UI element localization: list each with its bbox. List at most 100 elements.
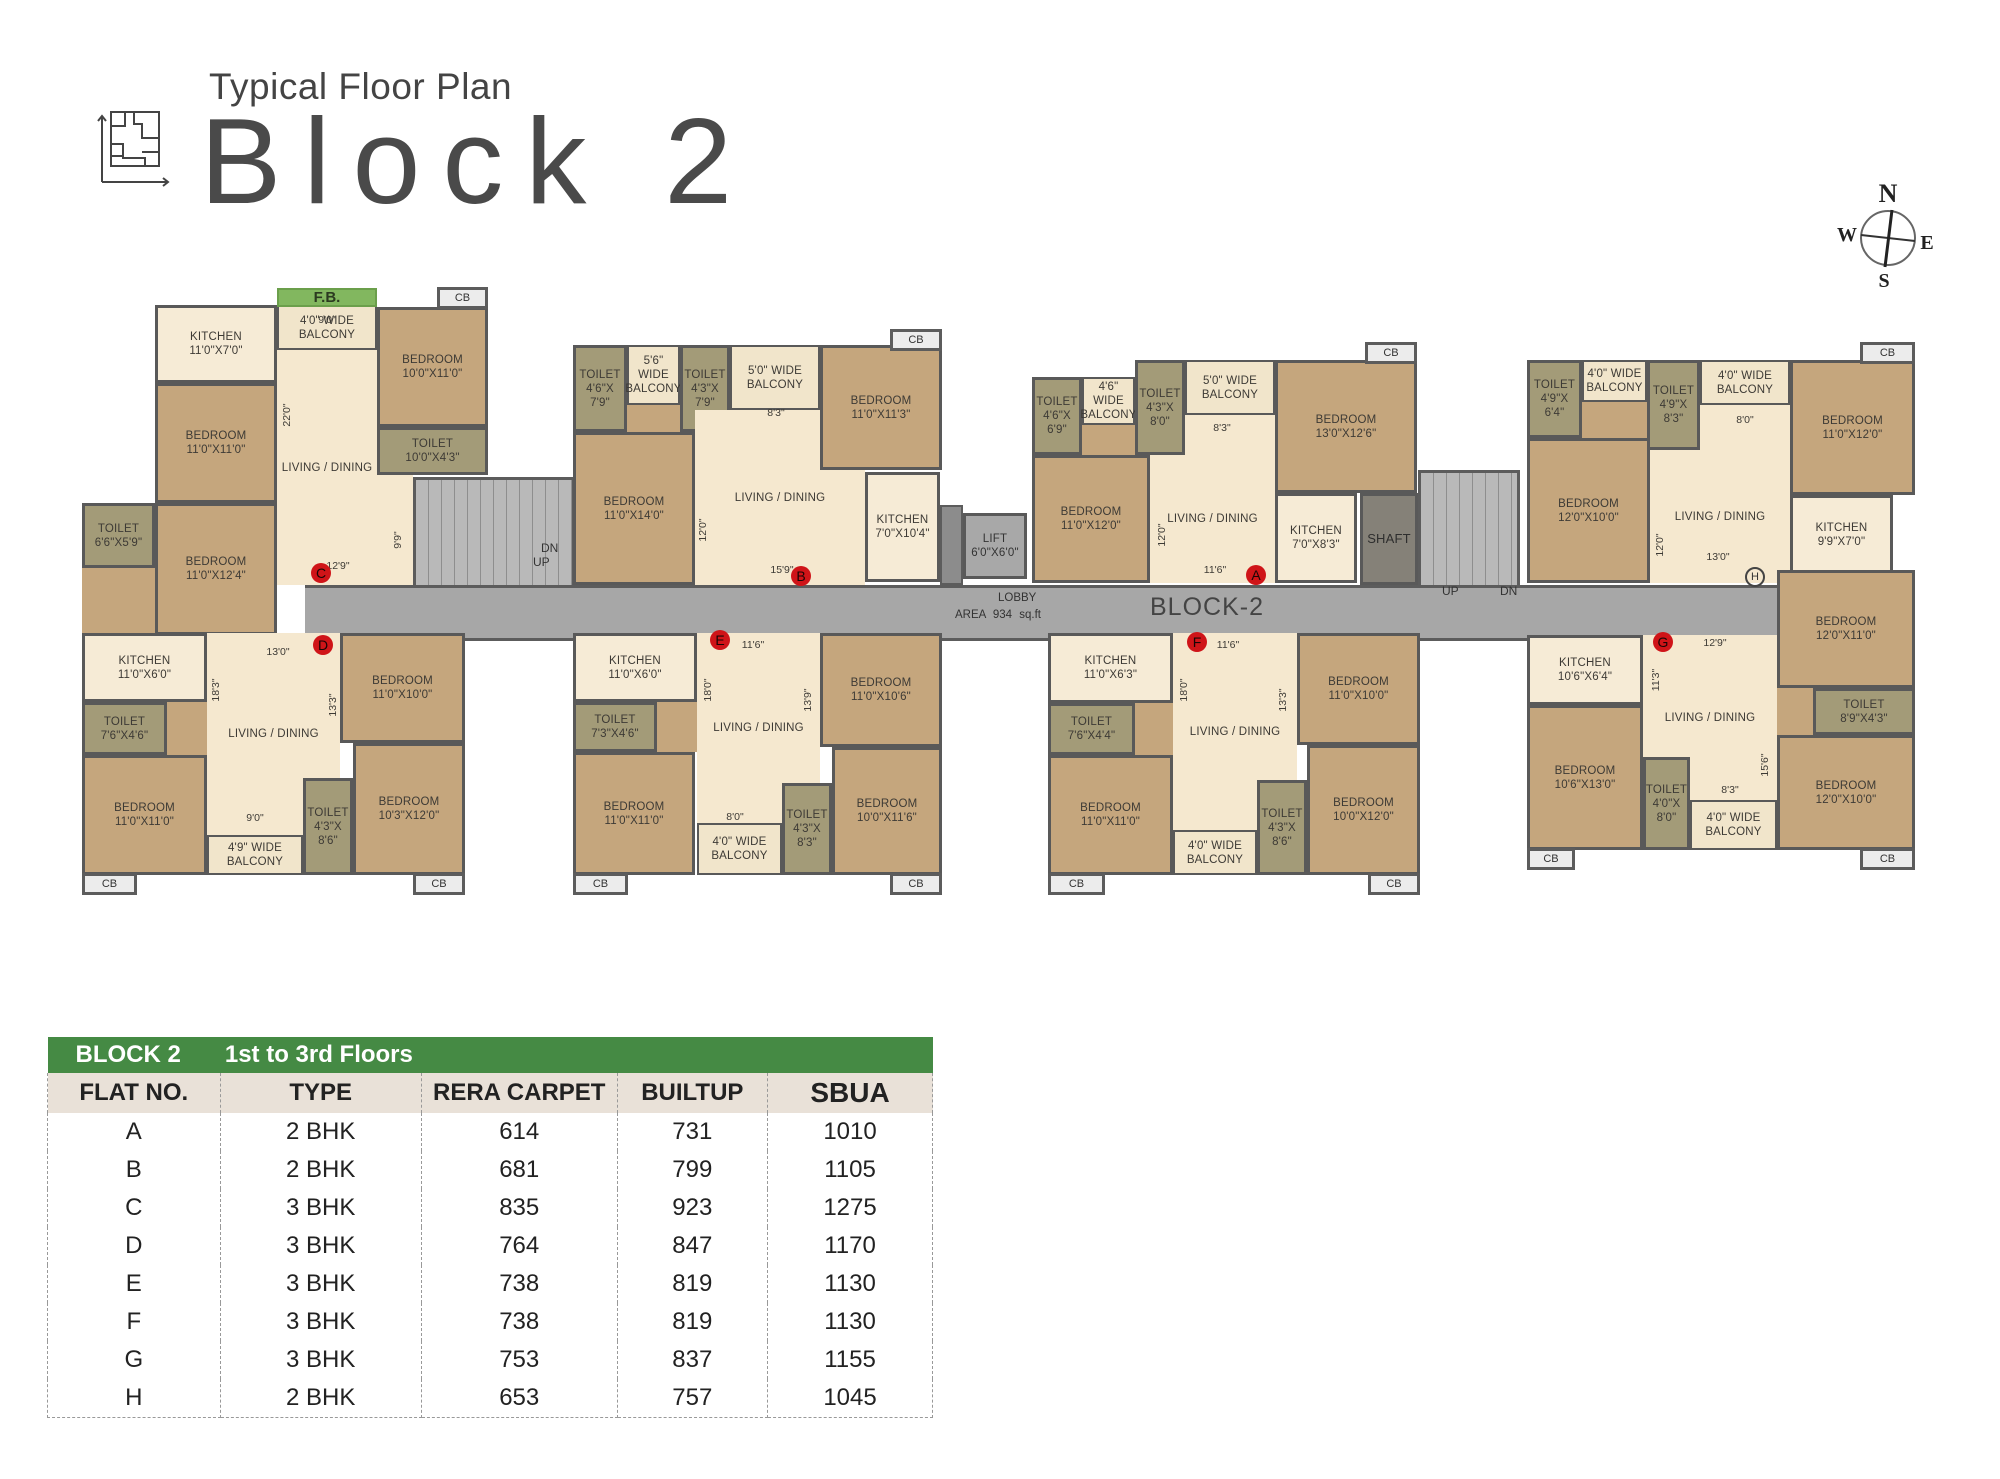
stairs2-dn-label: DN	[1500, 584, 1518, 598]
column-header: TYPE	[219, 1073, 422, 1113]
room-name: BEDROOM	[856, 798, 918, 810]
room-name: BALCONY	[1186, 853, 1244, 866]
room-name: TOILET	[97, 522, 140, 535]
cupboard-cb: CB	[1048, 873, 1105, 895]
room-name: BEDROOM	[114, 802, 175, 814]
sbua-cell: 1045	[767, 1379, 933, 1418]
stairs-up-label: UP	[533, 555, 550, 569]
builtup-cell: 799	[616, 1151, 769, 1189]
cupboard-cb: CB	[413, 873, 465, 895]
lift-size: 6'0"X6'0"	[971, 547, 1019, 559]
room-name: KITCHEN	[1815, 522, 1868, 534]
room-name: BEDROOM	[603, 495, 665, 508]
room-size: 4'6"X 6'9"	[1043, 410, 1071, 436]
room-name: TOILET	[1261, 807, 1303, 820]
room-name: KITCHEN	[190, 331, 242, 343]
flat-marker-b[interactable]: B	[791, 566, 811, 586]
room-size: 7'6"X4'6"	[100, 729, 149, 742]
room-name: TOILET	[1843, 698, 1885, 711]
room-size: 11'0"X6'0"	[117, 668, 172, 681]
room-name: BEDROOM	[1060, 506, 1122, 518]
room-name: BALCONY	[1586, 382, 1643, 394]
cupboard-cb: CB	[1365, 342, 1417, 364]
room-name: LIVING / DINING	[281, 461, 373, 474]
floor-plan-icon	[94, 110, 174, 190]
room-living-dining: LIVING / DINING	[1650, 450, 1790, 583]
room-name: TOILET	[1139, 387, 1181, 400]
room-name: TOILET	[594, 714, 636, 726]
staircase-east	[1418, 470, 1520, 588]
room-size: 6'6"X5'9"	[94, 536, 143, 549]
flat-marker-g[interactable]: G	[1653, 632, 1673, 652]
dimension-label: 8'3"	[767, 407, 785, 419]
builtup-cell: 757	[616, 1379, 769, 1418]
room-name: TOILET	[411, 438, 454, 450]
room-name: LIVING / DINING	[1167, 513, 1258, 525]
flat-marker-d[interactable]: D	[313, 635, 333, 655]
room-size: 8'9"X4'3"	[1840, 712, 1888, 725]
room-size: 11'0"X11'3"	[851, 408, 911, 421]
room-size: 12'0"X11'0"	[1816, 630, 1876, 642]
room-size: 4'6"X 7'9"	[586, 382, 614, 409]
dimension-label: 8'3"	[1213, 422, 1231, 434]
room-size: 11'0"X12'0"	[1822, 428, 1883, 441]
room-size: 11'0"X12'0"	[1061, 520, 1121, 532]
rera-carpet-cell: 681	[420, 1151, 618, 1189]
dimension-label: 22'0"	[281, 403, 293, 427]
room-size: 13'0"X12'6"	[1315, 427, 1377, 440]
flat-marker-f[interactable]: F	[1187, 632, 1207, 652]
room-size: 11'0"X10'6"	[851, 691, 911, 703]
room-name: BEDROOM	[1558, 497, 1619, 510]
room-size: 7'0"X10'4"	[875, 528, 930, 540]
sbua-cell: 1130	[767, 1303, 933, 1341]
room-name: BEDROOM	[603, 800, 665, 813]
room-size: 4'9"X 6'4"	[1540, 393, 1569, 419]
room-size: 12'0"X10'0"	[1815, 793, 1877, 806]
room-name: TOILET	[1036, 396, 1078, 408]
cupboard-cb: CB	[437, 287, 488, 309]
room-size: 12'0"X10'0"	[1558, 511, 1619, 524]
flat-no-cell: G	[47, 1341, 221, 1379]
compass: N S E W	[1830, 172, 1940, 292]
room-size: 11'0"X10'0"	[372, 689, 433, 701]
room-size: 11'0"X6'0"	[608, 668, 662, 681]
room-name: LIVING / DINING	[1189, 725, 1281, 738]
flat-marker-e[interactable]: E	[710, 630, 730, 650]
dimension-label: 18'3"	[210, 678, 222, 702]
sbua-cell: 1010	[767, 1113, 933, 1151]
flat-marker-h[interactable]: H	[1745, 567, 1765, 587]
room-name: BEDROOM	[1328, 676, 1389, 688]
cupboard-cb: CB	[890, 873, 942, 895]
room-name: BALCONY	[746, 378, 804, 391]
flat-marker-c[interactable]: C	[311, 563, 331, 583]
builtup-cell: 923	[616, 1189, 769, 1227]
room-size: 7'6"X4'4"	[1067, 730, 1116, 742]
room-name: BALCONY	[298, 328, 356, 341]
lift-label: LIFT	[982, 533, 1008, 545]
room-name: KITCHEN	[876, 514, 929, 526]
flat-marker-a[interactable]: A	[1246, 565, 1266, 585]
type-cell: 3 BHK	[219, 1341, 422, 1379]
flat-no-cell: C	[47, 1189, 221, 1227]
cupboard-cb: CB	[573, 873, 628, 895]
room-size: 11'0"X11'0"	[604, 814, 664, 827]
room-size: 4'3"X 8'6"	[1268, 821, 1296, 848]
room-filler	[82, 568, 155, 635]
room-name: KITCHEN	[1084, 655, 1137, 667]
